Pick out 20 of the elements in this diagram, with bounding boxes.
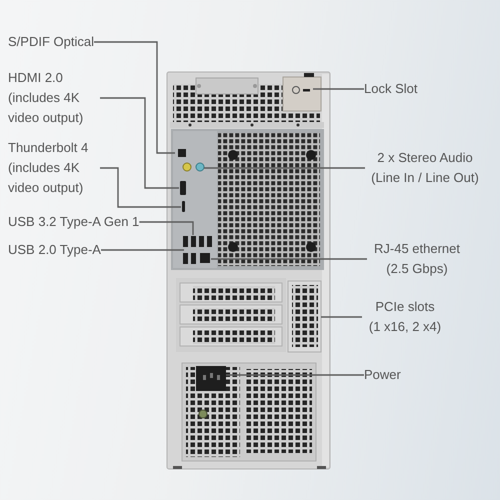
leader-line — [139, 221, 194, 235]
leader-line — [321, 316, 362, 318]
callout-label: 2 x Stereo Audio (Line In / Line Out) — [365, 148, 485, 188]
leader-line — [100, 97, 179, 189]
leader-line — [226, 374, 364, 376]
callout-label: Lock Slot — [364, 79, 418, 99]
callout-label: S/PDIF Optical — [8, 32, 94, 52]
callout-label: PCIe slots (1 x16, 2 x4) — [362, 297, 448, 337]
leader-line — [313, 88, 364, 90]
leader-line — [211, 258, 367, 260]
callout-label: Power — [364, 365, 401, 385]
leader-line — [94, 41, 175, 154]
callout-label: HDMI 2.0 (includes 4K video output) — [8, 68, 100, 128]
callout-label: USB 3.2 Type-A Gen 1 — [8, 212, 140, 232]
callout-label: RJ-45 ethernet (2.5 Gbps) — [367, 239, 467, 279]
leader-line — [101, 249, 184, 251]
callout-label: Thunderbolt 4 (includes 4K video output) — [8, 138, 100, 198]
leader-line — [204, 167, 365, 169]
callout-label: USB 2.0 Type-A — [8, 240, 101, 260]
leader-line — [100, 167, 181, 208]
